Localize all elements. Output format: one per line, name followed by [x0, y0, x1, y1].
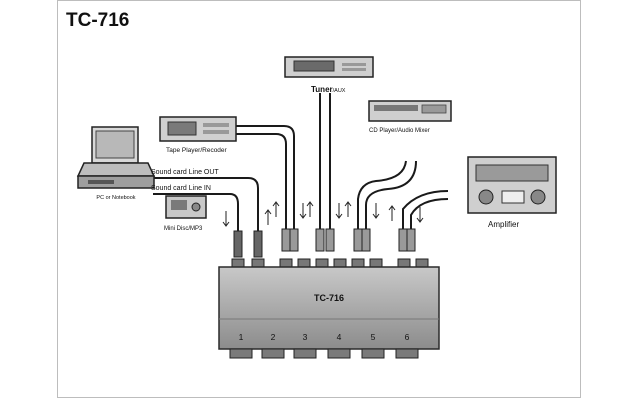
plug	[289, 228, 299, 252]
cables	[153, 93, 449, 231]
minidisc-icon	[165, 195, 207, 219]
cable-tape-b	[236, 133, 287, 229]
tuner-label: Tuner/AUX	[311, 85, 346, 94]
minidisc-label: Mini Disc/MP3	[164, 226, 203, 232]
diagram-frame: TC-716	[57, 0, 581, 398]
cable-cd-a	[357, 160, 407, 229]
cd-player-icon	[368, 100, 452, 122]
port-label: 4	[337, 332, 342, 342]
page-title: TC-716	[66, 10, 129, 31]
plug	[315, 228, 325, 252]
plug	[398, 228, 408, 252]
cable-tape-a	[236, 125, 295, 229]
port-label: 1	[239, 332, 244, 342]
amplifier-icon	[467, 156, 557, 214]
cd-label: CD Player/Audio Mixer	[369, 128, 430, 134]
line-out-label: Sound card Line OUT	[151, 169, 219, 176]
tape-deck-icon	[159, 116, 237, 142]
laptop-icon	[76, 126, 156, 189]
cable-cd-b	[365, 160, 417, 229]
plug	[233, 230, 243, 258]
plug	[253, 230, 263, 258]
rca-plugs	[233, 228, 416, 258]
line-in-label: Sound card Line IN	[151, 185, 211, 192]
port-label: 3	[303, 332, 308, 342]
cable-line-in	[153, 193, 239, 231]
amplifier-label: Amplifier	[488, 220, 519, 229]
connection-diagram: TC-716	[66, 10, 557, 359]
plug	[361, 228, 371, 252]
plug	[281, 228, 291, 252]
cable-amp-a	[402, 190, 449, 229]
port-label: 2	[271, 332, 276, 342]
plug	[406, 228, 416, 252]
port-label: 6	[405, 332, 410, 342]
tape-label: Tape Player/Recoder	[166, 147, 228, 154]
switch-box: TC-716 1 2 3 4 5 6	[218, 258, 440, 359]
signal-arrows	[222, 201, 424, 227]
cable-line-out	[153, 177, 259, 231]
switch-label: TC-716	[314, 293, 344, 303]
port-label: 5	[371, 332, 376, 342]
cable-amp-b	[410, 198, 449, 229]
plug	[325, 228, 335, 252]
tuner-icon	[284, 56, 374, 78]
pc-label: PC or Notebook	[96, 195, 135, 201]
plug	[353, 228, 363, 252]
